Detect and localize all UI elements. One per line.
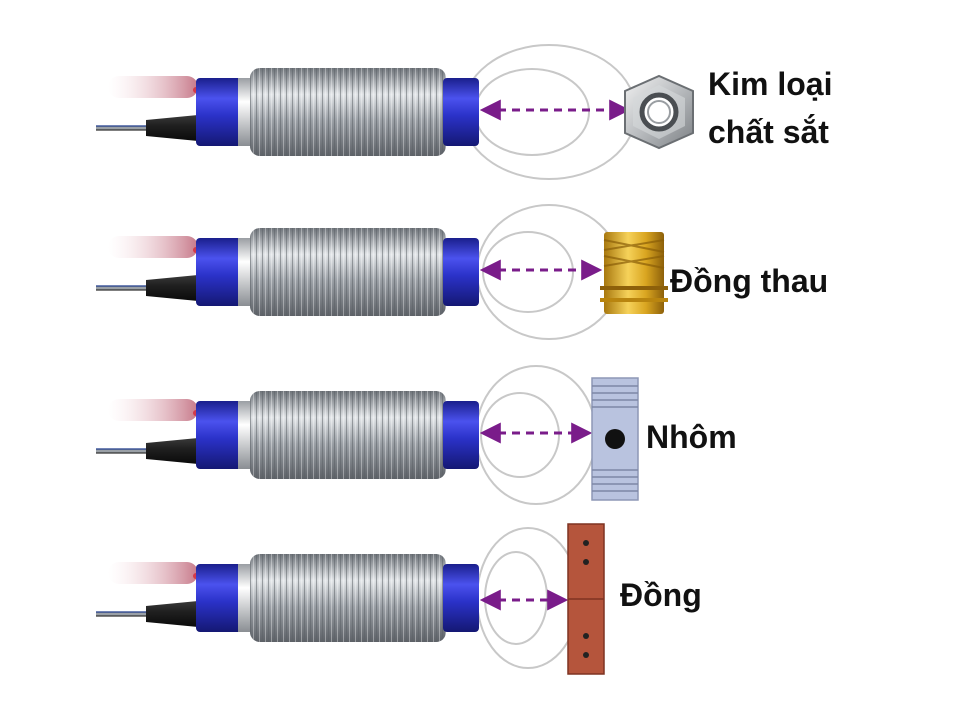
- field-lines-iron: [461, 44, 637, 180]
- label-iron-line2: chất sắt: [708, 114, 829, 150]
- hex-nut-icon: [624, 74, 694, 150]
- aluminum-block-icon: [591, 377, 639, 501]
- proximity-sensor-icon: [96, 554, 479, 642]
- proximity-sensor-icon: [96, 68, 479, 156]
- label-aluminum: Nhôm: [646, 419, 737, 455]
- label-brass: Đồng thau: [670, 263, 828, 299]
- brass-insert-icon: [600, 232, 668, 314]
- label-copper: Đồng: [620, 577, 702, 613]
- row-iron: Kim loại chất sắt: [96, 44, 832, 180]
- row-brass: Đồng thau: [96, 204, 828, 340]
- field-lines-brass: [476, 204, 622, 340]
- row-copper: Đồng: [96, 523, 702, 675]
- proximity-sensor-icon: [96, 391, 479, 479]
- proximity-sensor-icon: [96, 228, 479, 316]
- field-lines-aluminum: [475, 365, 597, 505]
- field-lines-copper: [476, 527, 580, 669]
- row-aluminum: Nhôm: [96, 365, 737, 505]
- label-iron-line1: Kim loại: [708, 66, 832, 102]
- copper-plate-icon: [567, 523, 605, 675]
